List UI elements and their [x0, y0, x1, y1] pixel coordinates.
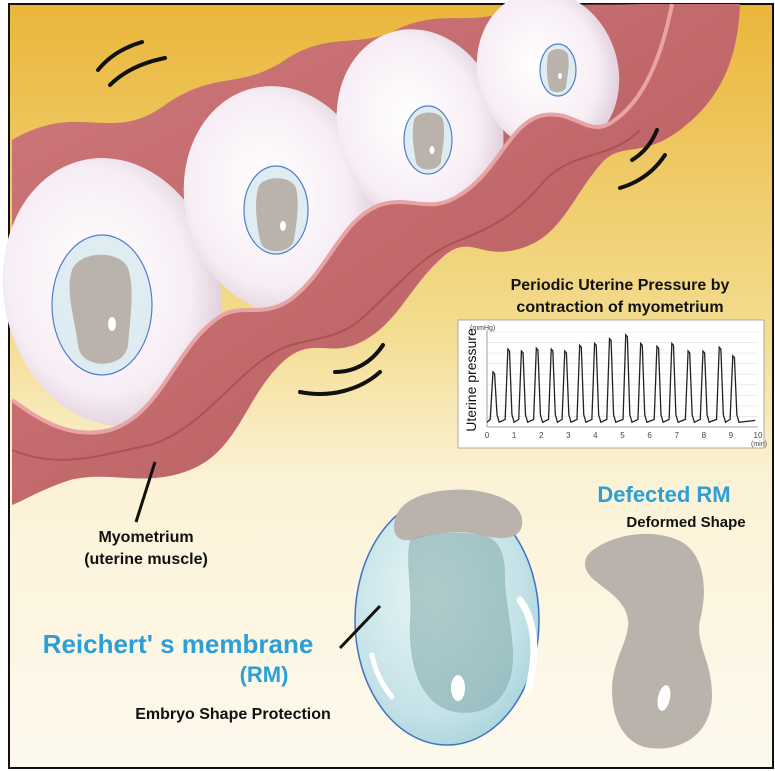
myometrium-label: Myometrium — [98, 529, 193, 546]
embryo-in-pocket-3 — [404, 106, 452, 174]
embryo-shape-protection-label: Embryo Shape Protection — [135, 706, 331, 723]
chart-title-line1: Periodic Uterine Pressure by — [511, 277, 730, 294]
chart-x-tick-label: 2 — [539, 431, 544, 440]
chart-y-axis-label: Uterine pressure — [463, 328, 479, 432]
defected-rm-label: Defected RM — [597, 482, 730, 507]
chart-x-tick-label: 5 — [620, 431, 625, 440]
myometrium-sublabel: (uterine muscle) — [84, 551, 208, 568]
rm-abbrev-label: (RM) — [240, 662, 289, 687]
chart-x-tick-label: 6 — [647, 431, 652, 440]
chart-x-tick-label: 3 — [566, 431, 571, 440]
embryo-in-pocket-1 — [52, 235, 152, 375]
embryo-in-pocket-2 — [244, 166, 308, 254]
reicherts-membrane-label: Reichert' s membrane — [43, 629, 314, 659]
deformed-shape-label: Deformed Shape — [626, 514, 745, 531]
chart-x-tick-label: 8 — [702, 431, 707, 440]
chart-x-unit: (min) — [751, 441, 767, 448]
chart-x-tick-label: 0 — [485, 431, 490, 440]
chart-x-tick-label: 9 — [729, 431, 734, 440]
chart-x-tick-label: 4 — [593, 431, 598, 440]
embryo-cavity — [451, 675, 465, 701]
chart-title-line2: contraction of myometrium — [516, 299, 723, 316]
chart-x-tick-label: 10 — [754, 431, 763, 440]
embryo-in-pocket-4 — [540, 44, 576, 96]
chart-x-tick-label: 1 — [512, 431, 517, 440]
chart-x-tick-label: 7 — [674, 431, 679, 440]
